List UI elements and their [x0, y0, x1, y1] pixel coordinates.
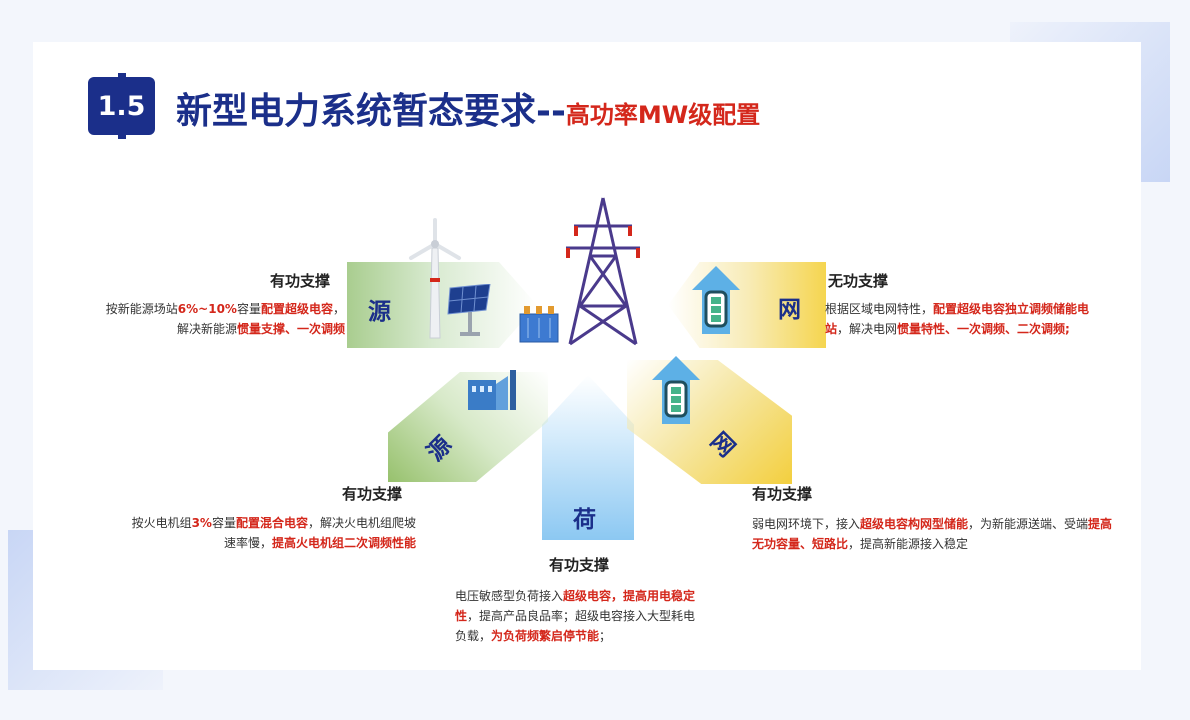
- wing-label-source-top: 源: [368, 299, 391, 325]
- heading-grid-bottom: 有功支撑: [752, 485, 813, 503]
- heading-source-bottom: 有功支撑: [342, 485, 403, 503]
- wing-source-top: [347, 262, 537, 348]
- text-source-bottom: 按火电机组3%容量配置混合电容，解决火电机组爬坡速率慢，提高火电机组二次调频性能: [131, 516, 416, 550]
- page-title: 新型电力系统暂态要求--高功率MW级配置: [176, 82, 760, 134]
- battery-up-icon: [652, 356, 700, 424]
- battery-up-icon: [692, 266, 740, 334]
- text-grid-bottom: 弱电网环境下，接入超级电容构网型储能，为新能源送端、受端提高无功容量、短路比，提…: [752, 517, 1113, 551]
- text-source-top: 按新能源场站6%~10%容量配置超级电容，解决新能源惯量支撑、一次调频: [105, 302, 345, 336]
- wing-label-grid-top: 网: [778, 297, 801, 323]
- wing-label-load: 荷: [573, 507, 596, 533]
- section-badge: 1.5: [88, 73, 155, 139]
- heading-load: 有功支撑: [549, 556, 610, 574]
- solar-panel-icon: [447, 284, 491, 336]
- title-main: 新型电力系统暂态要求--: [176, 91, 566, 132]
- transmission-tower-icon: [566, 197, 640, 346]
- heading-source-top: 有功支撑: [270, 272, 331, 290]
- text-load: 电压敏感型负荷接入超级电容，提高用电稳定性，提高产品良品率；超级电容接入大型耗电…: [455, 589, 696, 643]
- wing-grid-top: [668, 262, 826, 348]
- thermal-plant-icon: [468, 370, 516, 410]
- slide-card: [33, 42, 1141, 670]
- heading-grid-top: 无功支撑: [828, 272, 889, 290]
- title-sub: 高功率MW级配置: [565, 101, 761, 129]
- text-grid-top: 根据区域电网特性，配置超级电容独立调频储能电站，解决电网惯量特性、一次调频、二次…: [825, 302, 1090, 336]
- wind-turbine-icon: [409, 218, 461, 339]
- transformer-icon: [519, 306, 559, 343]
